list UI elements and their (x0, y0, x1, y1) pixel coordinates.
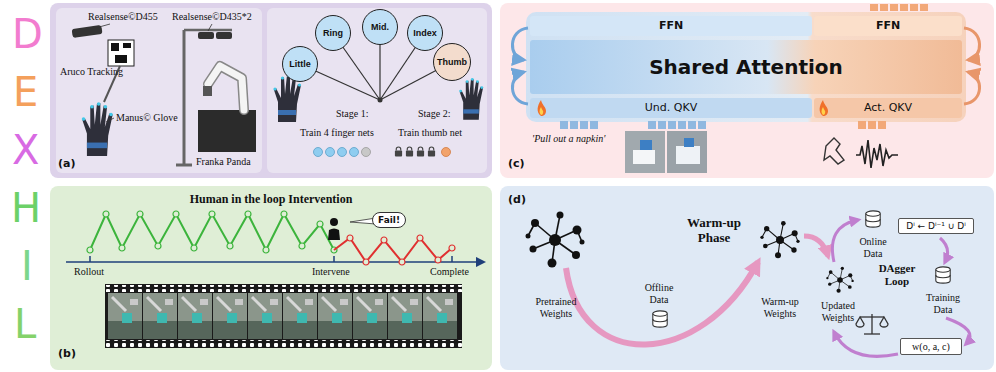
timeline-label: Intervene (312, 266, 350, 278)
title-letter: I (21, 246, 33, 286)
ffn-block: FFN (814, 16, 962, 36)
finger-circle: Little (282, 46, 318, 82)
box-text: Und. QKV (645, 102, 697, 115)
box-text: Shared Attention (649, 56, 843, 79)
panel-b: (b) Human in the loop InterventionFail! (50, 186, 492, 370)
qkv-block: Und. QKV (530, 98, 812, 118)
box-text: Thumb (437, 57, 467, 67)
formula-box: Dⁱ ← Dⁱ⁻¹ ∪ Dⁱ (898, 218, 974, 234)
stage-label: Train thumb net (398, 127, 462, 139)
finger-circle: Ring (315, 15, 351, 51)
device-label: Franka Panda (196, 156, 251, 168)
box-text: Act. QKV (864, 102, 912, 115)
panel-tag: (b) (58, 348, 76, 361)
panel-tag: (a) (58, 158, 75, 171)
device-label: Realsense©D455 (88, 11, 158, 23)
box-text: Little (289, 59, 311, 69)
panel-c: (c) FFN FFN Shared AttentionUnd. QKV Act. QK… (500, 3, 994, 178)
attention-band: Shared Attention (530, 40, 962, 94)
qkv-block: Act. QKV (814, 98, 962, 118)
weights-label: Updated Weights (814, 300, 862, 323)
weights-label: Pretrained Weights (524, 296, 588, 319)
finger-circle: Mid. (362, 9, 398, 45)
timeline-label: Complete (430, 266, 469, 278)
timeline-label: Rollout (74, 266, 104, 278)
panel-a: (a) Little Ring Mid. IndexThumb (50, 3, 492, 178)
box-text: Index (413, 28, 437, 38)
title-letter: D (12, 14, 43, 54)
box-text: Ring (323, 28, 343, 38)
weight-box: w(o, a, c) (900, 338, 962, 355)
device-label: Aruco Tracking (60, 66, 123, 78)
panel-d: (d) Dⁱ ← Dⁱ⁻¹ ∪ Dⁱ w(o, a, c) (500, 186, 994, 370)
finger-circle: Thumb (433, 43, 471, 81)
data-label: Training Data (918, 292, 968, 315)
speech-bubble: Fail! (372, 212, 406, 228)
stage-label: Stage 1: (336, 108, 369, 120)
box-text: FFN (659, 20, 683, 33)
finger-circle: Index (407, 15, 443, 51)
panel-tag: (d) (508, 194, 526, 207)
device-label: Realsense©D435*2 (172, 11, 252, 23)
device-label: Manus© Glove (116, 112, 178, 124)
ffn-block: FFN (530, 16, 812, 36)
title-letter: E (13, 72, 38, 112)
data-label: Online Data (852, 236, 894, 259)
title-letter: X (12, 130, 39, 170)
title-letter: L (14, 304, 36, 344)
phase-label: Warm-up Phase (676, 216, 752, 246)
data-label: Offline Data (636, 282, 682, 305)
box-text: Fail! (378, 215, 400, 225)
box-text: Mid. (371, 22, 389, 32)
panel-heading: Human in the loop Intervention (190, 193, 353, 207)
stage-label: Train 4 finger nets (300, 127, 374, 139)
panel-tag: (c) (508, 158, 525, 171)
loop-label: DAgger Loop (870, 262, 924, 287)
instruction-text: 'Pull out a napkin' (532, 133, 605, 145)
weights-label: Warm-up Weights (752, 296, 808, 319)
stage-label: Stage 2: (418, 108, 451, 120)
box-text: Dⁱ ← Dⁱ⁻¹ ∪ Dⁱ (906, 221, 966, 231)
title-letter: H (11, 188, 41, 228)
box-text: FFN (876, 20, 900, 33)
box-text: w(o, a, c) (912, 341, 950, 353)
